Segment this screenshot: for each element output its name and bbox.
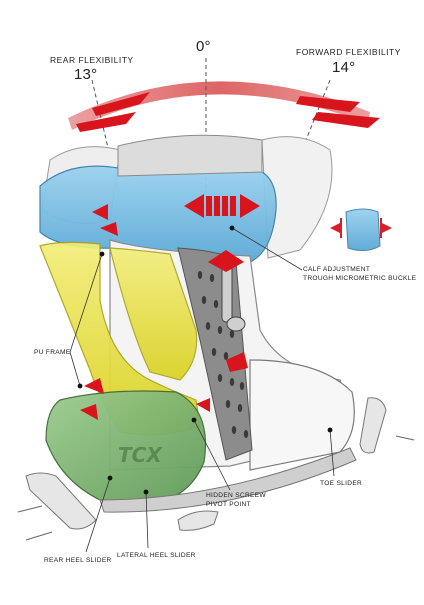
- calf-adjust-arrows: [184, 194, 260, 218]
- rear-flexibility-label: REAR FLEXIBILITY: [50, 55, 134, 65]
- leader-lines: [69, 227, 335, 553]
- calf-adjustment-sublabel: TROUGH MICROMETRIC BUCKLE: [303, 275, 417, 282]
- pivot-point-label: PIVOT POINT: [206, 501, 251, 508]
- frame-arrows: [80, 204, 118, 420]
- forward-flexibility-value: 14°: [332, 59, 356, 76]
- center-angle-value: 0°: [196, 38, 211, 55]
- brand-logo: TCX: [118, 443, 163, 467]
- buckle-arrows: [196, 250, 248, 412]
- rear-flexibility-value: 13°: [74, 66, 98, 83]
- micrometric-buckle: [221, 261, 246, 332]
- toe-box: [249, 359, 355, 471]
- pu-frame-strut: [109, 247, 198, 381]
- lateral-heel-slider: [177, 510, 219, 531]
- leader-dots: [77, 225, 333, 495]
- lateral-heel-slider-label: LATERAL HEEL SLIDER: [117, 552, 196, 559]
- heel-cup: [45, 390, 207, 505]
- forward-flex-arrows: [296, 96, 380, 128]
- sole: [99, 447, 357, 513]
- pu-frame-label: PU FRAME: [34, 349, 71, 356]
- flex-arc: [68, 81, 370, 130]
- perforations: [197, 271, 249, 438]
- calf-inset: [330, 208, 392, 252]
- hidden-screw-label: HIDDEN SCREEW: [206, 492, 266, 499]
- screws: [17, 435, 415, 541]
- forward-flexibility-label: FORWARD FLEXIBILITY: [296, 47, 401, 57]
- toe-slider: [359, 397, 387, 454]
- front-shell-sketch: [261, 136, 333, 259]
- rear-heel-slider-label: REAR HEEL SLIDER: [44, 557, 112, 564]
- top-cuff: [117, 134, 263, 177]
- toe-slider-label: TOE SLIDER: [320, 480, 363, 487]
- calf-adjustment-label: CALF ADJUSTMENT: [303, 266, 371, 273]
- rear-flex-arrows: [76, 92, 150, 132]
